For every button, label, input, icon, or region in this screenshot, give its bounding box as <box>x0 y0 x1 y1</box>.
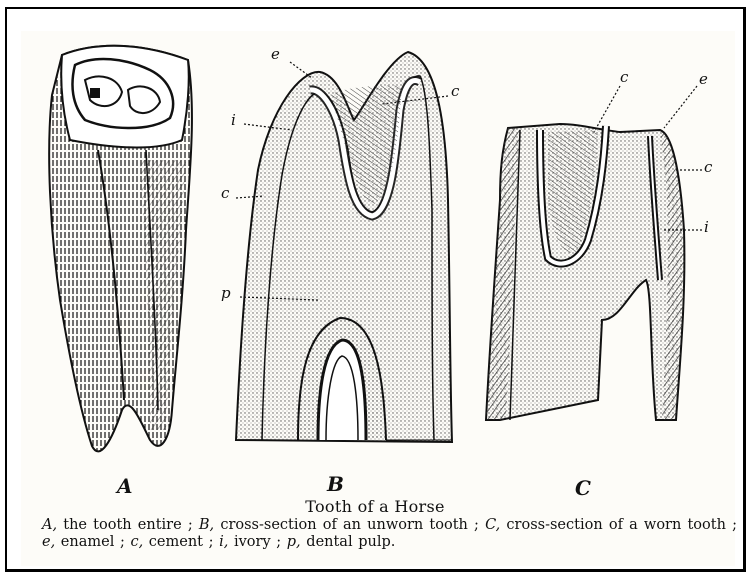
tooth-a-drawing <box>49 46 192 452</box>
part-label-c-cement-side: c <box>704 160 712 175</box>
part-label-b-cement-top: c <box>451 84 459 99</box>
part-label-c-cement-top: c <box>620 70 628 85</box>
caption-text-cement: cement ; <box>143 534 219 550</box>
caption-key-a: A, <box>42 517 57 533</box>
part-label-b-cement-side: c <box>221 186 229 201</box>
caption-key-c: C, <box>485 517 500 533</box>
caption-key-cement: c, <box>130 534 143 550</box>
part-label-b-pulp: p <box>221 286 231 301</box>
part-label-c-ivory: i <box>704 220 709 235</box>
tooth-b-drawing <box>236 52 452 442</box>
part-label-c-enamel: e <box>699 72 708 87</box>
caption-text-b: cross-section of an unworn tooth ; <box>214 517 485 533</box>
caption-text-p: dental pulp. <box>301 534 396 550</box>
panel-label-b: B <box>327 472 344 496</box>
figure-caption: A, the tooth entire ; B, cross-section o… <box>42 517 737 551</box>
caption-key-i: i, <box>219 534 228 550</box>
caption-text-a: the tooth entire ; <box>57 517 199 533</box>
tooth-c-drawing <box>486 124 684 420</box>
caption-key-e: e, <box>42 534 55 550</box>
caption-text-i: ivory ; <box>228 534 286 550</box>
caption-text-c: cross-section of a worn tooth ; <box>500 517 737 533</box>
caption-key-p: p, <box>287 534 301 550</box>
panel-label-a: A <box>117 474 133 498</box>
caption-key-b: B, <box>199 517 214 533</box>
figure-title: Tooth of a Horse <box>0 497 750 516</box>
caption-text-e: enamel ; <box>55 534 130 550</box>
part-label-b-enamel: e <box>271 47 280 62</box>
part-label-b-ivory: i <box>231 113 236 128</box>
